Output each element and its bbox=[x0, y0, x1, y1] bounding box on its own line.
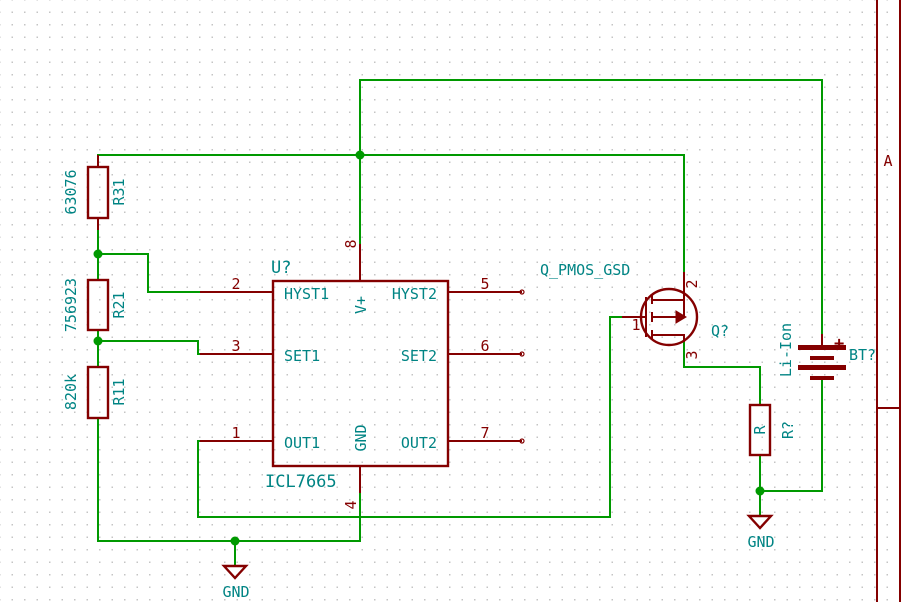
battery-plate-3 bbox=[798, 365, 846, 370]
pin-num-1: 1 bbox=[231, 424, 240, 442]
wire-top-rail-source bbox=[97, 154, 685, 273]
ic-icl7665[interactable]: U? ICL7665 HYST1 SET1 OUT1 HYST2 SET2 OU… bbox=[200, 239, 525, 510]
pin-num-3: 3 bbox=[231, 337, 240, 355]
pin-num-4: 4 bbox=[342, 500, 360, 509]
rload-ref: R? bbox=[779, 421, 797, 439]
junctions bbox=[93, 150, 765, 546]
pin-num-2: 2 bbox=[231, 275, 240, 293]
pin-name-out2: OUT2 bbox=[401, 434, 437, 452]
junction-gnd-left bbox=[230, 536, 240, 546]
pin-num-5: 5 bbox=[480, 275, 489, 293]
mosfet-pin-drain: 3 bbox=[683, 350, 701, 359]
sheet-border: A bbox=[876, 0, 901, 602]
wire-drain-load bbox=[683, 341, 761, 406]
mosfet-pin-source: 2 bbox=[683, 279, 701, 288]
pin-num-7: 7 bbox=[480, 424, 489, 442]
r11-value: 820k bbox=[62, 374, 80, 410]
r31-ref: R31 bbox=[110, 178, 128, 205]
resistor-r21[interactable]: R21 756923 bbox=[62, 278, 128, 332]
rload-value: R bbox=[751, 425, 769, 435]
battery-plate-1 bbox=[798, 345, 846, 350]
pin-name-set2: SET2 bbox=[401, 347, 437, 365]
battery-li-ion[interactable]: + BT? Li-Ion bbox=[777, 323, 876, 380]
wire-load-battery-neg bbox=[759, 379, 823, 492]
junction-top bbox=[355, 150, 365, 160]
pin-name-gnd: GND bbox=[352, 424, 370, 451]
r11-ref: R11 bbox=[110, 378, 128, 405]
mosfet-pmos[interactable]: Q_PMOS_GSD Q? 1 2 3 bbox=[540, 261, 729, 360]
junction-gnd-right bbox=[755, 486, 765, 496]
wire-hyst1-divider bbox=[97, 217, 201, 293]
wire-out1-gate bbox=[197, 316, 623, 518]
pin-name-hyst2: HYST2 bbox=[392, 285, 437, 303]
ic-ref: U? bbox=[271, 258, 291, 278]
resistor-load[interactable]: R R? bbox=[748, 403, 797, 457]
gnd-symbol-left: GND bbox=[221, 564, 250, 601]
pin-num-6: 6 bbox=[480, 337, 489, 355]
pin-num-8: 8 bbox=[342, 239, 360, 248]
junction-r31-r21 bbox=[93, 249, 103, 259]
resistor-r31[interactable]: R31 63076 bbox=[62, 155, 128, 230]
mosfet-value: Q_PMOS_GSD bbox=[540, 261, 630, 279]
battery-ref: BT? bbox=[849, 346, 876, 364]
gnd-right-label: GND bbox=[747, 533, 774, 551]
battery-plate-2 bbox=[810, 356, 834, 360]
gnd-left-label: GND bbox=[222, 583, 249, 601]
r21-ref: R21 bbox=[110, 291, 128, 318]
r31-value: 63076 bbox=[62, 169, 80, 214]
mosfet-pin-gate: 1 bbox=[631, 316, 640, 334]
ic-value: ICL7665 bbox=[265, 472, 337, 492]
battery-plate-4 bbox=[810, 376, 834, 380]
battery-value: Li-Ion bbox=[777, 323, 795, 377]
gnd-symbol-right: GND bbox=[746, 514, 775, 551]
battery-plus-sign: + bbox=[834, 334, 844, 354]
wire-set1-divider bbox=[97, 329, 201, 355]
border-row-label: A bbox=[883, 152, 892, 170]
junction-r21-r11 bbox=[93, 336, 103, 346]
resistor-r11[interactable]: R11 820k bbox=[62, 365, 128, 420]
pin-name-set1: SET1 bbox=[284, 347, 320, 365]
mosfet-ref: Q? bbox=[711, 322, 729, 340]
r21-value: 756923 bbox=[62, 278, 80, 332]
wire-vplus-battery bbox=[359, 79, 823, 335]
pin-name-out1: OUT1 bbox=[284, 434, 320, 452]
pin-name-vplus: V+ bbox=[352, 296, 370, 314]
pin-name-hyst1: HYST1 bbox=[284, 285, 329, 303]
